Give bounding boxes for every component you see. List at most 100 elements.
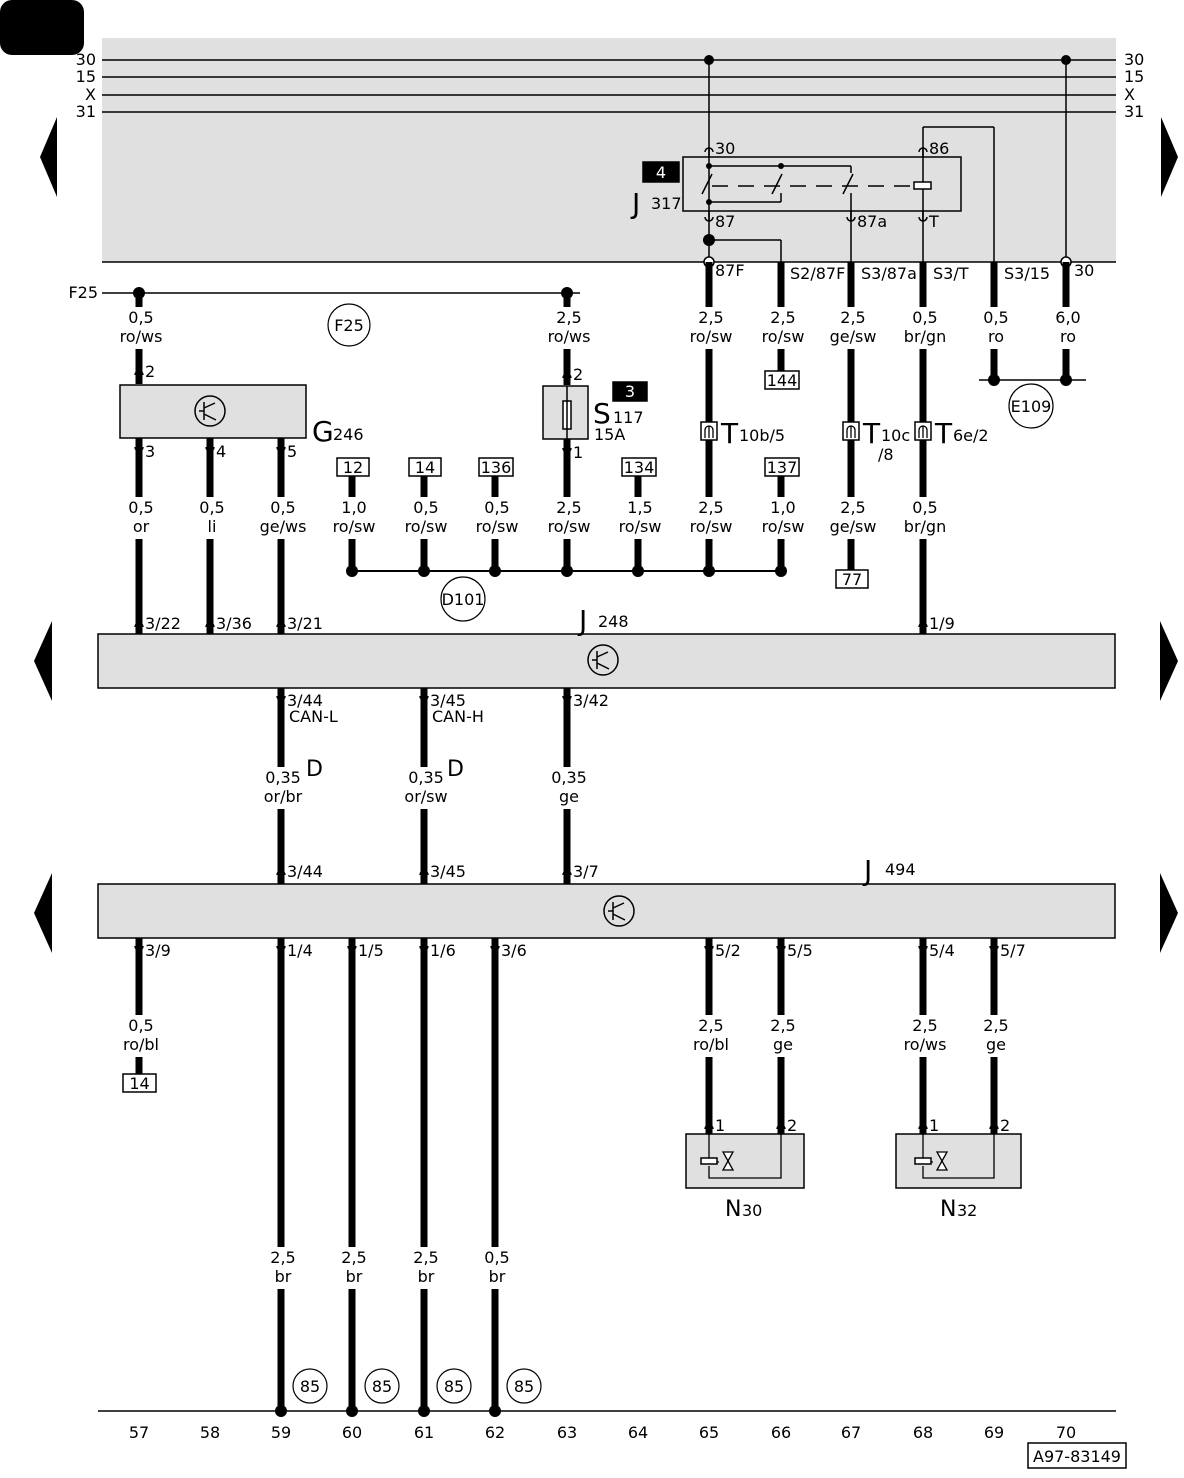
junction-dot: [632, 565, 644, 577]
location-code: E109: [1011, 397, 1052, 416]
location-circle: [292, 1368, 328, 1404]
pin-label: 3/22: [145, 614, 181, 633]
location-code: 85: [514, 1377, 534, 1396]
column-number: 62: [485, 1423, 505, 1442]
pin-label: 3/45: [430, 691, 466, 710]
prev-page-arrow[interactable]: [40, 117, 57, 197]
junction-dot: [346, 565, 358, 577]
location-circle: [1008, 383, 1054, 429]
component-letter: J: [630, 187, 640, 220]
pin-label: 3/42: [573, 691, 609, 710]
location-code: 85: [372, 1377, 392, 1396]
wire-gauge: 2,5: [270, 1248, 295, 1267]
column-number: 64: [628, 1423, 648, 1442]
reference-number: 134: [624, 458, 655, 477]
pin-label: 30: [715, 139, 735, 158]
wire-color: ge: [986, 1035, 1006, 1054]
pin-label: 3/45: [430, 862, 466, 881]
pin-arrow-up-icon: [205, 622, 215, 633]
pin-label: T: [928, 212, 939, 231]
wire-gauge: 1,5: [627, 498, 652, 517]
wire-color: ge/sw: [830, 327, 877, 346]
next-page-arrow[interactable]: [1160, 873, 1178, 953]
wire-color: or: [133, 517, 150, 536]
wire-color: ro/bl: [693, 1035, 729, 1054]
column-number: 65: [699, 1423, 719, 1442]
panel-terminal-label: S3/87a: [861, 264, 917, 283]
wire-color: br: [489, 1267, 506, 1286]
wire-color: ro: [1060, 327, 1076, 346]
wire-gauge: 0,5: [484, 1248, 509, 1267]
component-number: 117: [613, 408, 644, 427]
pin-label: 3/6: [501, 941, 527, 960]
component-letter: N: [940, 1197, 956, 1222]
wire-gauge: 2,5: [840, 308, 865, 327]
junction-dot: [706, 199, 712, 205]
component-number: 30: [742, 1201, 762, 1220]
bus-label-right: 31: [1124, 102, 1144, 121]
wire-gauge: 0,5: [270, 498, 295, 517]
panel-terminal-label: 30: [1074, 261, 1094, 280]
wire-gauge: 2,5: [341, 1248, 366, 1267]
wire-color: ro: [988, 327, 1004, 346]
pin-arrow-up-icon: [989, 1124, 999, 1135]
reference-number: 144: [767, 371, 798, 390]
pin-arrow-up-icon: [776, 1124, 786, 1135]
pin-label: 3/9: [145, 941, 171, 960]
connector-number: 10c: [881, 426, 910, 445]
pin-label: 87a: [857, 212, 887, 231]
connector-pin-icon: [918, 425, 928, 438]
next-page-arrow[interactable]: [1160, 621, 1178, 701]
junction-dot: [778, 163, 784, 169]
wire-color: ro/sw: [762, 327, 805, 346]
drawing-code-box: [1027, 1442, 1127, 1469]
pin-label: 5: [287, 442, 297, 461]
component-letter: N: [725, 1197, 741, 1222]
bus-label-right: X: [1124, 85, 1135, 104]
pin-label: 1: [929, 1116, 939, 1135]
reference-number: 14: [129, 1074, 149, 1093]
location-code: F25: [334, 316, 364, 335]
next-page-arrow[interactable]: [1161, 117, 1178, 197]
pin-arrow-down-icon: [704, 211, 714, 222]
column-number: 66: [771, 1423, 791, 1442]
junction-dot: [704, 55, 714, 65]
pin-arrow-down-icon: [134, 940, 144, 951]
panel-terminal-label: S3/15: [1004, 264, 1050, 283]
electronic-control-unit-icon: [194, 395, 226, 427]
wire-gauge: 2,5: [983, 1016, 1008, 1035]
wire-gauge: 0,35: [265, 768, 301, 787]
prev-page-arrow[interactable]: [34, 873, 52, 953]
relay-position-badge: [642, 161, 680, 183]
wire-color: br/gn: [904, 327, 946, 346]
pin-arrow-down-icon: [918, 211, 928, 222]
column-number: 63: [557, 1423, 577, 1442]
drawing-code: A97-83149: [1033, 1447, 1121, 1466]
prev-page-arrow[interactable]: [34, 621, 52, 701]
wire-color: ro/sw: [476, 517, 519, 536]
pin-label: 1: [715, 1116, 725, 1135]
pin-label: 5/2: [715, 941, 741, 960]
column-number: 58: [200, 1423, 220, 1442]
pin-arrow-up-icon: [419, 870, 429, 881]
bus-label-right: 30: [1124, 50, 1144, 69]
junction-dot: [561, 565, 573, 577]
column-number: 59: [271, 1423, 291, 1442]
wire-gauge: 0,5: [983, 308, 1008, 327]
bus-label-left: 15: [76, 67, 96, 86]
wire-color: ro/sw: [619, 517, 662, 536]
pin-label: 86: [929, 139, 949, 158]
location-circle: [506, 1368, 542, 1404]
pin-arrow-up-icon: [562, 870, 572, 881]
pin-label: 5/5: [787, 941, 813, 960]
wire-color: ro/sw: [690, 517, 733, 536]
junction-dot: [418, 565, 430, 577]
control-unit-J494-box: [97, 883, 1116, 939]
wire-color: ge: [773, 1035, 793, 1054]
component-letter: J: [577, 604, 587, 637]
pin-arrow-down-icon: [776, 940, 786, 951]
wire-gauge: 2,5: [698, 308, 723, 327]
wire-gauge: 2,5: [556, 498, 581, 517]
pin-label: 3: [145, 442, 155, 461]
